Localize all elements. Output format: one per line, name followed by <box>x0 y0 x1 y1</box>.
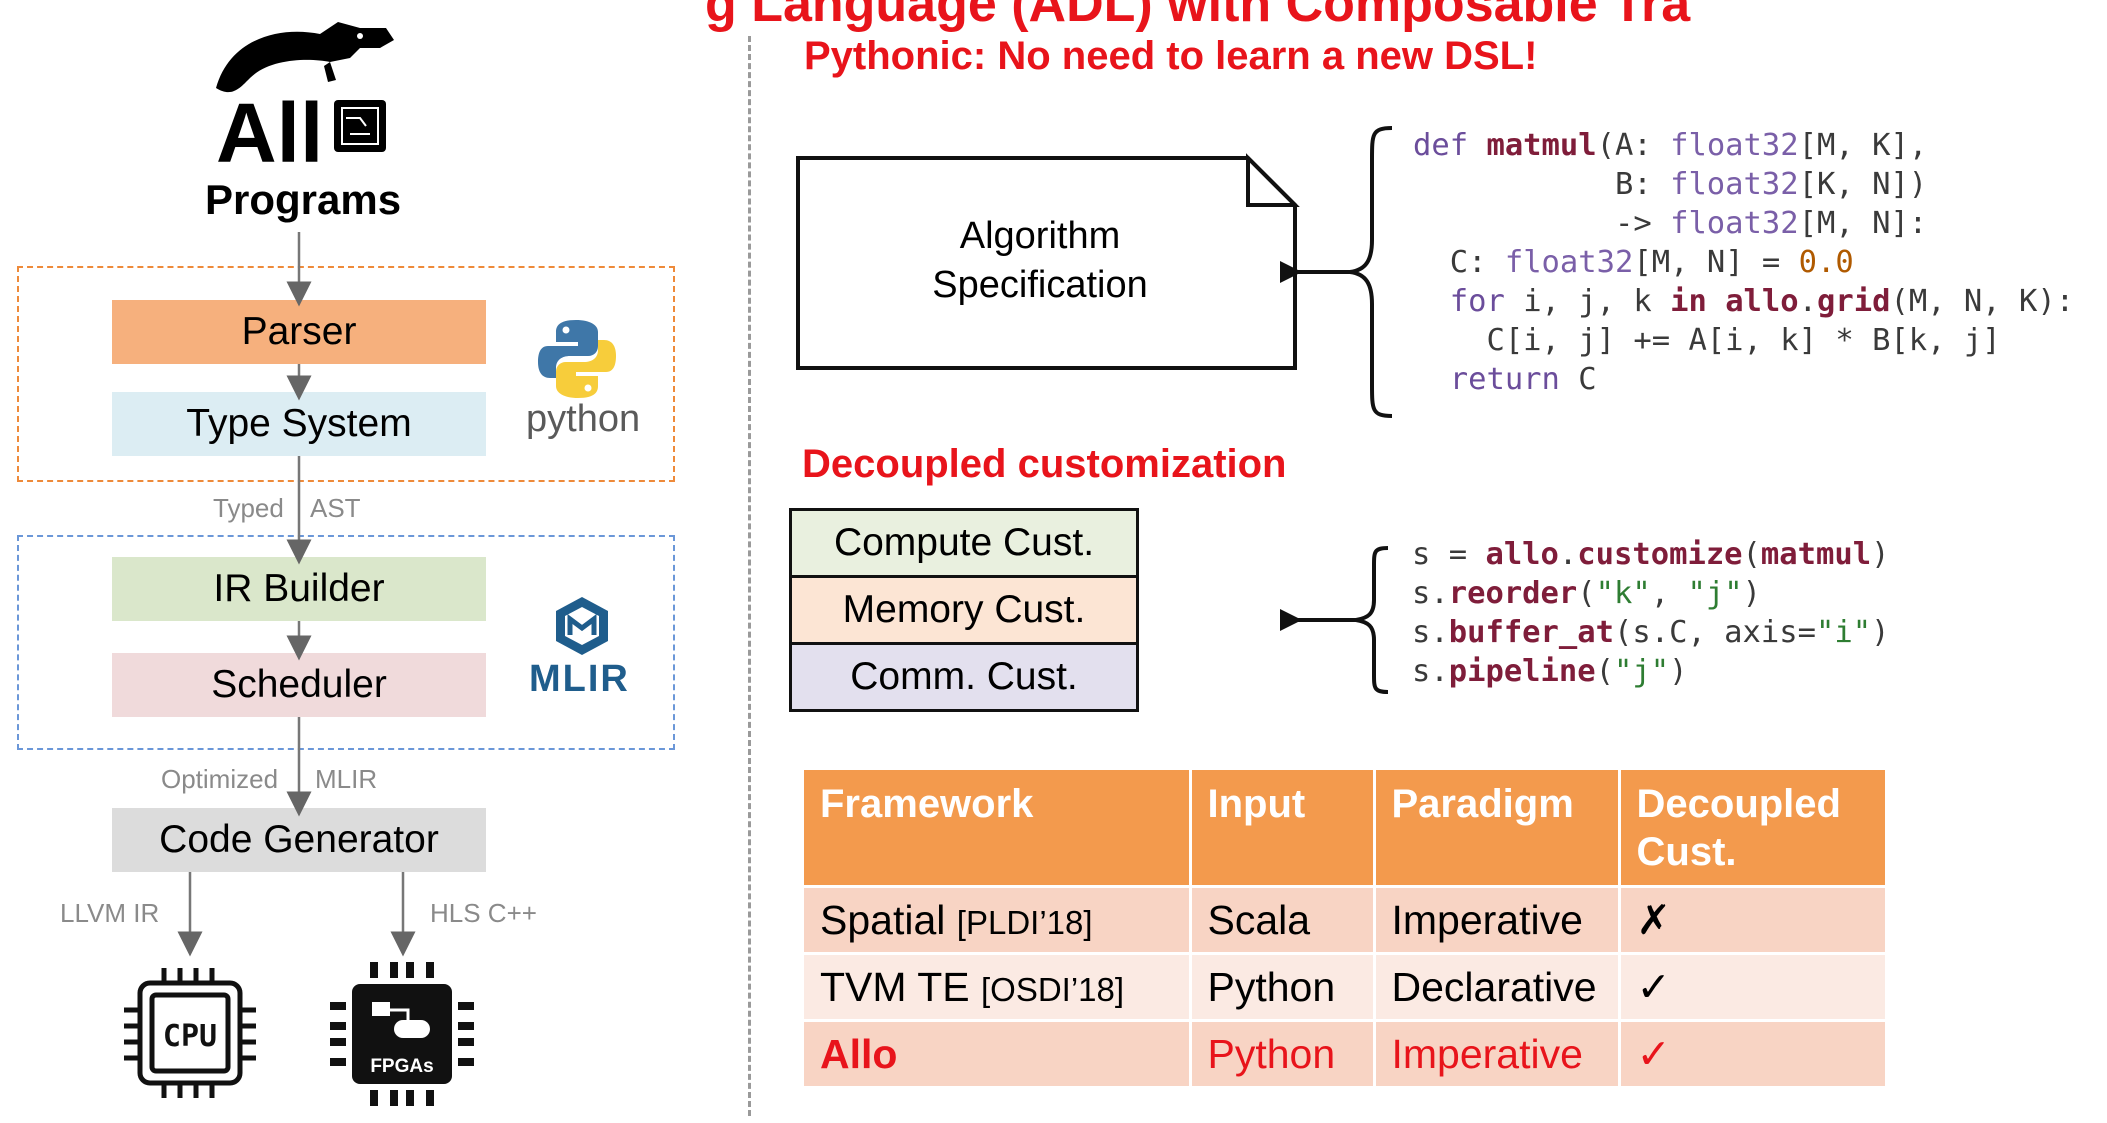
section-divider <box>748 36 751 1116</box>
slide-title: g Language (ADL) with Composable Tra <box>705 0 1691 33</box>
memory-cust-layer: Memory Cust. <box>789 575 1139 645</box>
table-header-row: Framework Input Paradigm Decoupled Cust. <box>804 770 1888 887</box>
fpga-chip-icon: FPGAs <box>330 962 474 1106</box>
decoupled-cell: ✓ <box>1619 952 1888 1021</box>
code-line: s.reorder("k", "j") <box>1412 576 1761 611</box>
framework-cell: TVM TE [OSDI’18] <box>804 952 1192 1021</box>
programs-label: Programs <box>205 176 402 223</box>
allo-dinosaur-logo: All <box>216 22 394 170</box>
code-line: B: float32[K, N]) <box>1413 167 1928 202</box>
ast-label: AST <box>310 493 361 523</box>
decoupled-cell: ✗ <box>1619 885 1888 954</box>
code-line: return C <box>1413 362 1597 397</box>
code-line: C[i, j] += A[i, k] * B[k, j] <box>1413 323 2001 358</box>
python-frontend-group <box>17 266 675 482</box>
paradigm-cell: Imperative <box>1374 885 1621 954</box>
framework-name: TVM TE <box>820 963 970 1010</box>
input-cell: Python <box>1190 1019 1376 1086</box>
table-row: TVM TE [OSDI’18] Python Declarative ✓ <box>804 952 1888 1021</box>
cpu-chip-icon: CPU <box>124 968 256 1098</box>
input-cell: Scala <box>1190 885 1376 954</box>
compute-cust-layer: Compute Cust. <box>789 508 1139 578</box>
pythonic-heading: Pythonic: No need to learn a new DSL! <box>804 34 1538 78</box>
parser-stage: Parser <box>112 300 486 364</box>
decoupled-cell: ✓ <box>1619 1019 1888 1086</box>
mlir-logo-text: MLIR <box>529 658 630 700</box>
algorithm-spec-label: Algorithm Specification <box>860 212 1220 310</box>
python-logo-icon <box>538 320 616 398</box>
scheduler-stage: Scheduler <box>112 653 486 717</box>
cpu-label: CPU <box>163 1019 217 1054</box>
type-system-stage: Type System <box>112 392 486 456</box>
header-paradigm: Paradigm <box>1374 770 1621 887</box>
optimized-label: Optimized <box>161 764 279 794</box>
mlir-backend-group <box>17 535 675 750</box>
framework-name: Spatial <box>820 896 946 943</box>
comm-cust-layer: Comm. Cust. <box>789 642 1139 712</box>
algorithm-spec-line-1: Algorithm <box>959 215 1121 257</box>
code-line: def matmul(A: float32[M, K], <box>1413 128 1928 163</box>
header-framework: Framework <box>804 770 1192 887</box>
paradigm-cell: Imperative <box>1374 1019 1621 1086</box>
decoupled-heading: Decoupled customization <box>802 442 1287 486</box>
fpga-label: FPGAs <box>370 1056 433 1077</box>
framework-cell: Spatial [PLDI’18] <box>804 885 1192 954</box>
mlir-logo-icon <box>556 597 608 655</box>
framework-citation: [OSDI’18] <box>981 970 1125 1008</box>
code-line: s.buffer_at(s.C, axis="i") <box>1412 615 1890 650</box>
framework-cell: Allo <box>804 1019 1192 1086</box>
paradigm-cell: Declarative <box>1374 952 1621 1021</box>
svg-text:All: All <box>216 86 323 170</box>
framework-citation: [PLDI’18] <box>956 903 1093 941</box>
input-cell: Python <box>1190 952 1376 1021</box>
llvm-ir-label: LLVM IR <box>60 898 160 928</box>
header-decoupled: Decoupled Cust. <box>1619 770 1888 887</box>
python-logo-text: python <box>526 398 641 440</box>
hls-cpp-label: HLS C++ <box>430 898 537 928</box>
code-line: s.pipeline("j") <box>1412 654 1688 689</box>
typed-label: Typed <box>213 493 284 523</box>
header-input: Input <box>1190 770 1376 887</box>
framework-comparison-table: Framework Input Paradigm Decoupled Cust.… <box>804 770 1888 1086</box>
table-row: Spatial [PLDI’18] Scala Imperative ✗ <box>804 885 1888 954</box>
table-row: Allo Python Imperative ✓ <box>804 1019 1888 1086</box>
code-line: C: float32[M, N] = 0.0 <box>1413 245 1854 280</box>
code-generator-stage: Code Generator <box>112 808 486 872</box>
code-line: -> float32[M, N]: <box>1413 206 1928 241</box>
mlir-flow-label: MLIR <box>315 764 378 794</box>
framework-name: Allo <box>820 1030 898 1077</box>
ir-builder-stage: IR Builder <box>112 557 486 621</box>
algorithm-spec-line-2: Specification <box>932 264 1148 306</box>
code-line: s = allo.customize(matmul) <box>1412 537 1890 572</box>
code-line: for i, j, k in allo.grid(M, N, K): <box>1413 284 2075 319</box>
